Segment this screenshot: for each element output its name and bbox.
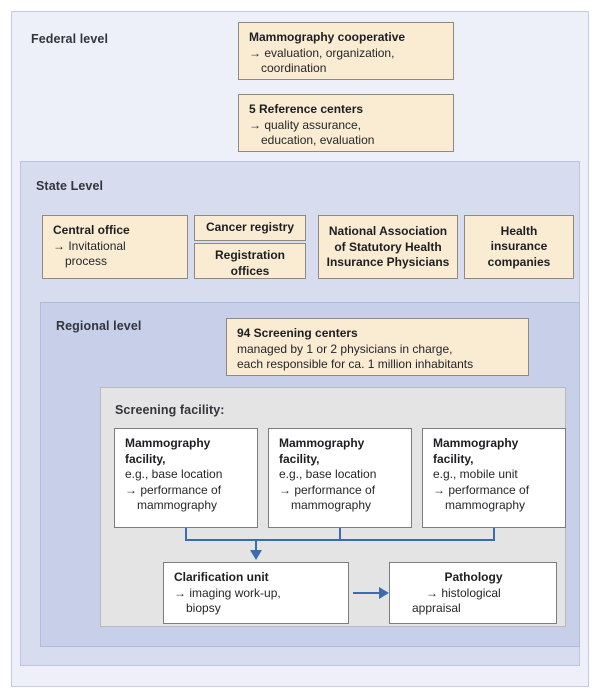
- mammography-facility-3-box: Mammography facility, e.g., mobile unit …: [422, 428, 566, 528]
- national-association-box: National Association of Statutory Health…: [318, 215, 458, 279]
- mammography-facility-3-heading-1: Mammography: [433, 436, 519, 450]
- mammography-facility-2-line-1: e.g., base location: [279, 467, 377, 481]
- central-office-heading: Central office: [53, 223, 130, 237]
- state-level-title: State Level: [36, 179, 104, 193]
- mammography-facility-2-heading-2: facility,: [279, 451, 320, 466]
- reference-centers-box: 5 Reference centers → quality assurance,…: [238, 94, 454, 152]
- mammography-facility-1-line-2: → performance of: [125, 482, 222, 497]
- national-association-line-1: National Association: [328, 224, 448, 238]
- mammography-cooperative-heading: Mammography cooperative: [249, 30, 406, 44]
- mammography-facility-3-line-3: mammography: [445, 498, 526, 512]
- connector-to-clarification-unit: [255, 539, 257, 553]
- national-association-line-3: Insurance Physicians: [326, 255, 450, 269]
- registration-offices-line-1: Registration: [214, 248, 285, 262]
- mammography-cooperative-line-1: → evaluation, organization,: [249, 45, 395, 60]
- screening-centers-box: 94 Screening centers managed by 1 or 2 p…: [226, 318, 529, 376]
- reference-centers-heading: 5 Reference centers: [249, 102, 364, 116]
- screening-centers-heading: 94 Screening centers: [237, 326, 358, 340]
- national-association-line-2: of Statutory Health: [334, 239, 442, 254]
- arrow-right-icon: [379, 587, 389, 599]
- reference-centers-line-1: → quality assurance,: [249, 117, 362, 132]
- connector-facility-3-vertical: [493, 528, 495, 540]
- mammography-facility-2-line-3: mammography: [291, 498, 372, 512]
- screening-centers-line-1: managed by 1 or 2 physicians in charge,: [237, 341, 453, 356]
- connector-facility-1-vertical: [185, 528, 187, 540]
- reference-centers-line-2: education, evaluation: [261, 133, 375, 147]
- mammography-facility-1-line-1: e.g., base location: [125, 467, 223, 481]
- pathology-line-1: → histological: [426, 585, 501, 600]
- connector-facility-2-vertical: [339, 528, 341, 540]
- clarification-unit-line-2: biopsy: [186, 601, 221, 615]
- central-office-box: Central office → Invitational process: [42, 215, 188, 279]
- registration-offices-box: Registration offices: [194, 243, 306, 279]
- regional-level-title: Regional level: [56, 319, 142, 333]
- mammography-facility-1-heading-2: facility,: [125, 451, 166, 466]
- arrow-down-icon: [250, 550, 262, 560]
- mammography-facility-3-heading-2: facility,: [433, 451, 474, 466]
- central-office-line-1: → Invitational: [53, 238, 126, 253]
- mammography-cooperative-line-2: coordination: [261, 61, 327, 75]
- federal-level-title: Federal level: [31, 32, 109, 46]
- mammography-facility-1-box: Mammography facility, e.g., base locatio…: [114, 428, 258, 528]
- cancer-registry-box: Cancer registry: [194, 215, 306, 241]
- screening-facility-title: Screening facility:: [115, 403, 225, 417]
- pathology-box: Pathology → histological appraisal: [389, 562, 557, 624]
- cancer-registry-heading: Cancer registry: [205, 220, 295, 234]
- clarification-unit-heading: Clarification unit: [174, 570, 269, 584]
- mammography-cooperative-box: Mammography cooperative → evaluation, or…: [238, 22, 454, 80]
- mammography-facility-1-heading-1: Mammography: [125, 436, 211, 450]
- connector-clarification-to-pathology: [353, 592, 381, 594]
- mammography-facility-2-heading-1: Mammography: [279, 436, 365, 450]
- registration-offices-line-2: offices: [230, 263, 270, 278]
- central-office-line-2: process: [65, 254, 108, 268]
- connector-facilities-horizontal: [185, 539, 495, 541]
- health-insurance-line-1: Health insurance: [490, 223, 548, 254]
- mammography-facility-2-line-2: → performance of: [279, 482, 376, 497]
- mammography-facility-3-line-2: → performance of: [433, 482, 530, 497]
- mammography-facility-1-line-3: mammography: [137, 498, 218, 512]
- health-insurance-line-2: companies: [487, 254, 551, 269]
- mammography-facility-2-box: Mammography facility, e.g., base locatio…: [268, 428, 412, 528]
- pathology-heading: Pathology: [444, 570, 503, 584]
- pathology-line-2: appraisal: [412, 601, 461, 615]
- mammography-facility-3-line-1: e.g., mobile unit: [433, 467, 518, 481]
- clarification-unit-box: Clarification unit → imaging work-up, bi…: [163, 562, 349, 624]
- health-insurance-companies-box: Health insurance companies: [464, 215, 574, 279]
- screening-centers-line-2: each responsible for ca. 1 million inhab…: [237, 357, 474, 371]
- clarification-unit-line-1: → imaging work-up,: [174, 585, 281, 600]
